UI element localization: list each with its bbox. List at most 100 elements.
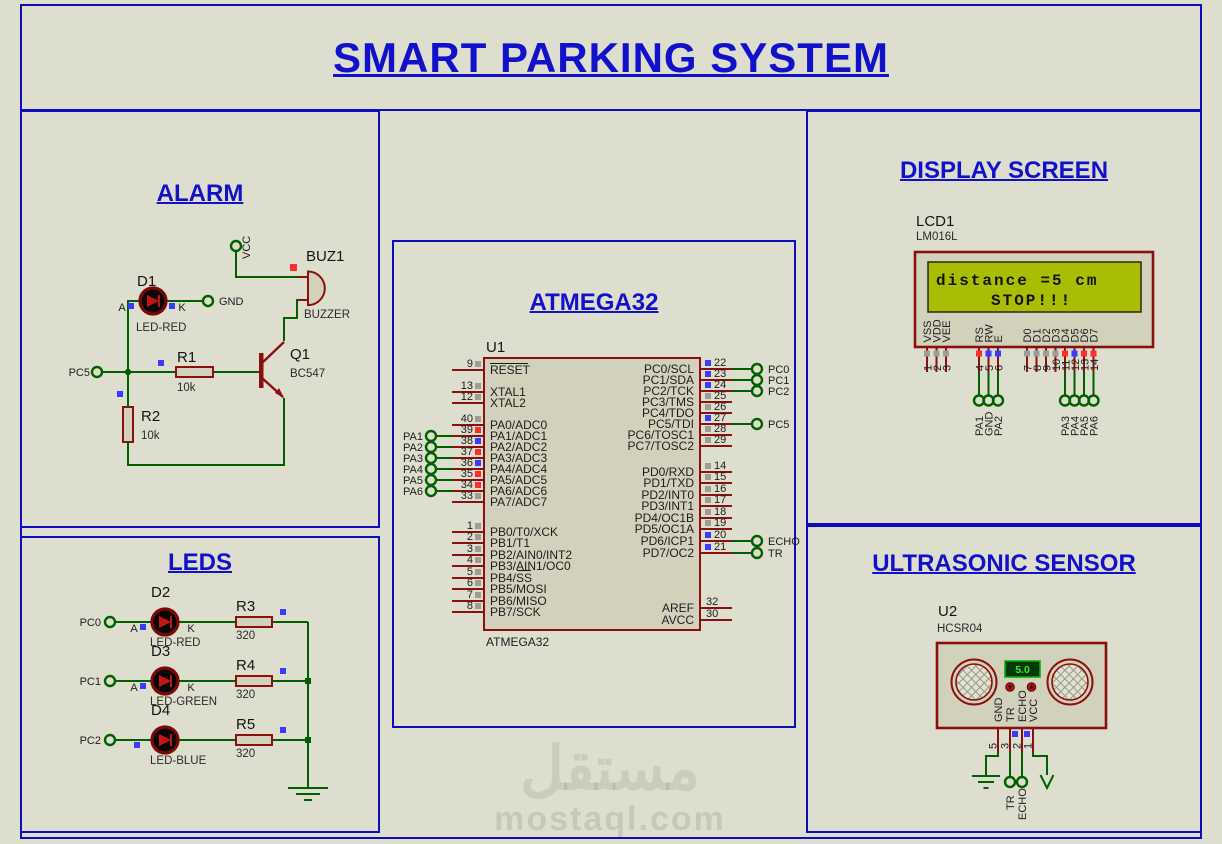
pin-name: PA0/ADC0 — [490, 418, 547, 432]
power-arrow-icon — [1039, 774, 1055, 791]
terminal-PC2[interactable] — [750, 384, 764, 398]
pin-name: PD0/RXD — [642, 465, 694, 479]
pin-state-square — [280, 668, 286, 674]
pin-state-square — [475, 569, 481, 575]
buzzer-buz1[interactable] — [307, 270, 326, 307]
pin-state-square — [705, 437, 711, 443]
alarm-section-box — [20, 110, 380, 528]
pin-number: 32 — [706, 596, 718, 608]
pin-number: 17 — [714, 494, 726, 506]
wire-r2-led — [127, 300, 140, 407]
q1-ref: Q1 — [290, 346, 310, 363]
page-title: SMART PARKING SYSTEM — [333, 34, 889, 81]
pin-state-square — [475, 580, 481, 586]
ground-symbol — [972, 775, 1000, 789]
transistor-q1[interactable] — [259, 353, 264, 388]
pin-state-square — [128, 303, 134, 309]
pin-state-square — [140, 683, 146, 689]
terminal-label: PC0 — [80, 617, 101, 629]
atmega32-chip[interactable] — [483, 357, 701, 631]
terminal-label: ECHO — [768, 536, 800, 548]
terminal-PA2[interactable] — [991, 394, 1005, 407]
pin-state-square — [475, 471, 481, 477]
pin-name: D4 — [1060, 328, 1072, 342]
leds-section-box — [20, 536, 380, 833]
terminal-PA2[interactable] — [424, 440, 438, 454]
pin-state-square — [158, 360, 164, 366]
watermark-latin: mostaql.com — [494, 800, 726, 838]
lcd-line1: distance =5 cm — [936, 272, 1098, 290]
terminal-ECHO[interactable] — [750, 534, 764, 548]
resistor-ref: R5 — [236, 716, 255, 733]
pin-number: 2 — [467, 531, 473, 543]
pin-state-square — [924, 350, 930, 357]
lcd-line2: STOP!!! — [991, 292, 1072, 310]
transducer-right-mesh — [1051, 663, 1089, 701]
pin-name: PA7/ADC7 — [490, 495, 547, 509]
pin-name: VEE — [941, 320, 953, 342]
resistor-R3[interactable] — [235, 616, 273, 628]
transducer-right — [1046, 658, 1094, 706]
gnd-terminal[interactable] — [201, 294, 215, 308]
resistor-R5[interactable] — [235, 734, 273, 746]
pin-state-square — [705, 497, 711, 503]
terminal-TR[interactable] — [1003, 775, 1017, 789]
pin-name: PB5/MOSI — [490, 582, 547, 596]
resistor-R4[interactable] — [235, 675, 273, 687]
pc5-terminal[interactable] — [90, 365, 104, 379]
pin-name: RESET — [490, 363, 531, 377]
terminal-label: PA1 — [403, 431, 423, 443]
terminal-PA6[interactable] — [424, 484, 438, 498]
terminal-PC2[interactable] — [103, 733, 117, 747]
pin-name: PD7/OC2 — [643, 546, 695, 560]
pin-number: 27 — [714, 412, 726, 424]
pin-state-square — [933, 350, 940, 357]
pin-state-square — [475, 592, 481, 598]
resistor-value: 320 — [236, 689, 255, 701]
pin-name: PA2/ADC2 — [490, 440, 547, 454]
terminal-PA6[interactable] — [1087, 394, 1100, 407]
d1-ref: D1 — [137, 273, 156, 290]
led-ref: D2 — [151, 584, 170, 601]
pin-number: 14 — [1089, 359, 1101, 371]
vcc-terminal[interactable] — [229, 239, 243, 253]
u1-ref: U1 — [486, 339, 505, 356]
terminal-PA1[interactable] — [424, 429, 438, 443]
terminal-PC0[interactable] — [750, 362, 764, 376]
terminal-PC1[interactable] — [750, 373, 764, 387]
terminal-PC5[interactable] — [750, 417, 764, 431]
terminal-label: PA2 — [993, 416, 1005, 436]
pin-number: 10 — [1051, 359, 1063, 371]
led-ref: D4 — [151, 702, 170, 719]
terminal-ECHO[interactable] — [1015, 775, 1029, 789]
led-arrow — [159, 675, 171, 687]
terminal-label: PA5 — [1079, 416, 1091, 436]
lcd-pins: 1VSS2VDD3VEE4RS5RW6E7D08D19D210D311D412D… — [922, 319, 1101, 372]
terminal-PA5[interactable] — [424, 473, 438, 487]
pin-number: 36 — [461, 457, 473, 469]
display-section-box — [806, 110, 1202, 525]
terminal-PC0[interactable] — [103, 615, 117, 629]
up-arrow-icon — [1029, 684, 1034, 689]
pin-number: 25 — [714, 390, 726, 402]
terminal-PA4[interactable] — [424, 462, 438, 476]
terminal-PA3[interactable] — [424, 451, 438, 465]
resistor-r2[interactable] — [122, 406, 134, 443]
r1-ref: R1 — [177, 349, 196, 366]
resistor-r1[interactable] — [175, 366, 214, 378]
pin-name: VCC — [1028, 699, 1040, 722]
pin-name: XTAL2 — [490, 396, 526, 410]
pin-name: PB1/T1 — [490, 536, 530, 550]
pin-name: TR — [1005, 707, 1017, 722]
terminal-label: PA6 — [403, 486, 423, 498]
pin-name: PC7/TOSC2 — [628, 439, 695, 453]
terminal-TR[interactable] — [750, 546, 764, 560]
pin-state-square — [475, 603, 481, 609]
pin-name: D6 — [1079, 328, 1091, 342]
pin-state-square — [705, 486, 711, 492]
pin-name: PD4/OC1B — [635, 511, 694, 525]
terminal-PC1[interactable] — [103, 674, 117, 688]
